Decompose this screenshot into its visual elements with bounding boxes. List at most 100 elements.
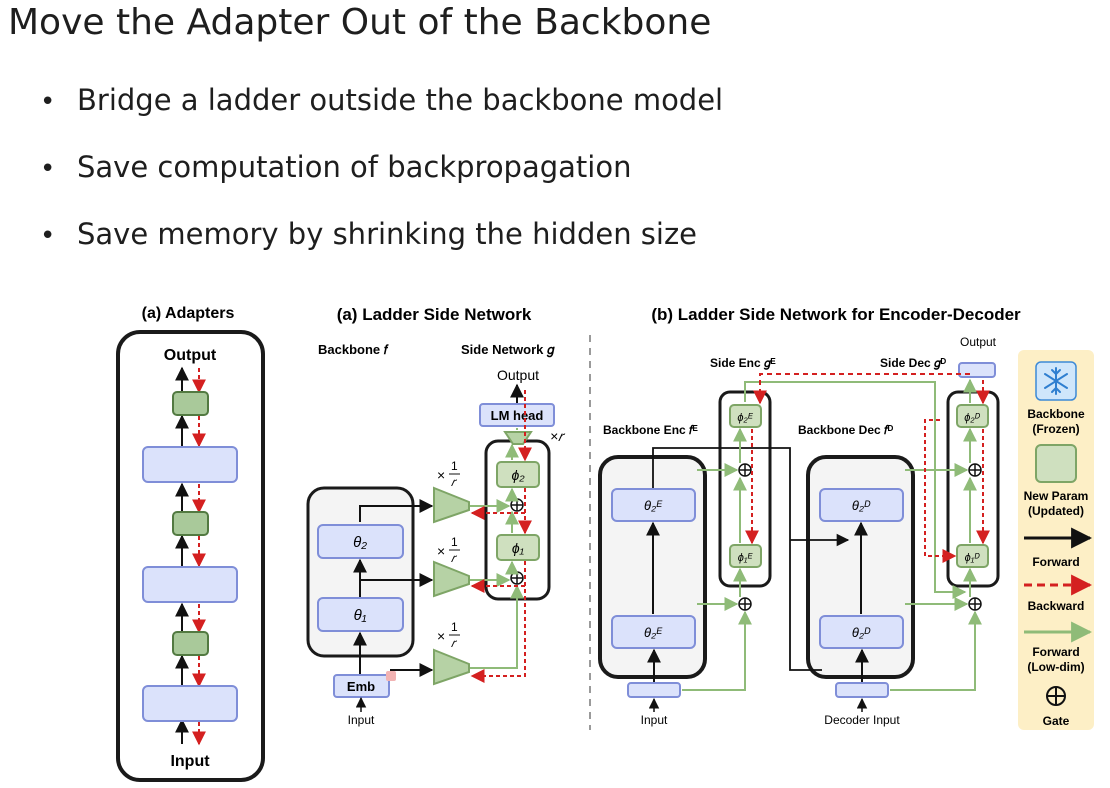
bullet-dot: • [40,87,56,117]
bullet-text: Save memory by shrinking the hidden size [77,217,698,251]
phi-d2-block [956,404,989,428]
bullet-list: • Bridge a ladder outside the backbone mo… [40,78,723,279]
bullet-text: Bridge a ladder outside the backbone mod… [77,83,724,117]
adapters-input-label: Input [170,753,210,770]
gate-icon [738,597,752,611]
adapter-block [172,631,209,656]
low-dim-forward-arrow [890,610,982,691]
legend-forward-low-sub: (Low-dim) [1027,660,1084,674]
gate-icon [738,463,752,477]
scale-num: 1 [451,620,458,634]
forward-arrow [359,499,434,522]
adapters-output-label: Output [164,347,217,364]
backward-arrow [470,561,526,683]
legend-backbone: Backbone [1027,407,1085,421]
lsn-output-label: Output [497,367,539,383]
theta1-label: θ₁ [354,607,367,624]
low-dim-forward-arrow [682,610,752,691]
side-enc-label: Side Enc 𝑔ᴱ [710,356,776,371]
forward-arrow [359,573,434,595]
legend: Backbone (Frozen) New Param (Updated) Fo… [1018,350,1094,730]
adapters-panel: (a) Adapters Output Input [116,305,265,782]
backward-arrow [753,373,970,405]
backbone-enc-label: Backbone Enc 𝑓ᴱ [603,423,698,437]
encdec-input-label: Input [641,713,668,727]
low-dim-forward-arrow [744,381,967,599]
gate-icon [968,597,982,611]
backbone-block [142,566,238,603]
theta2-label: θ₂ [353,534,367,551]
phi2-label: ϕ₂ [511,467,525,483]
lm-head-block [479,403,555,427]
enc-theta-top-block [611,488,696,522]
phi2-block [496,461,540,488]
scale-label: × 1 𝑟 [437,459,460,489]
phi-e1-block [729,544,762,568]
phi1-label: ϕ₁ [512,540,525,556]
lsn-side-network-label: Side Network 𝑔 [461,342,555,358]
bullet-item: •Save memory by shrinking the hidden siz… [40,212,723,279]
legend-backbone-sub: (Frozen) [1032,422,1079,436]
low-dim-forward-arrow [470,584,524,669]
emb-label: Emb [347,679,375,694]
theta1-block [317,597,404,632]
legend-new-param-swatch [1035,444,1077,483]
legend-new-param-sub: (Updated) [1028,504,1084,518]
cursor-marker [386,671,396,681]
scale-den: 𝑟 [451,551,458,565]
dec-theta-top-label: θ₂ᴰ [852,498,871,513]
bullet-item: • Save computation of backpropagation [40,145,723,212]
scale-times: × [437,628,445,644]
phi-d2-label: ϕ₂ᴰ [964,412,980,424]
enc-theta-bottom-block [611,615,696,649]
bullet-dot: • [40,154,56,184]
encdec-output-block [958,362,996,378]
snowflake-icon [1035,361,1077,401]
scale-times: × [437,543,445,559]
lm-head-label: LM head [491,408,544,423]
scale-label: × 1 𝑟 [437,535,460,565]
phi-d1-block [956,544,989,568]
scale-den: 𝑟 [451,636,458,650]
scale-times: × [437,467,445,483]
theta2-block [317,524,404,559]
decoder-input-label: Decoder Input [824,713,900,727]
lsn-input-label: Input [348,713,375,727]
enc-theta-top-label: θ₂ᴱ [644,498,663,513]
encdec-title: (b) Ladder Side Network for Encoder-Deco… [651,305,1021,324]
backbone-dec-label: Backbone Dec 𝑓ᴰ [798,423,894,437]
legend-gate: Gate [1043,714,1070,728]
bullet-text: Save computation of backpropagation [77,150,632,184]
encoder-decoder-panel: (b) Ladder Side Network for Encoder-Deco… [598,305,1021,727]
legend-backward: Backward [1028,599,1085,613]
enc-input-block [627,682,681,698]
times-r-label: ×𝑟 [550,428,566,444]
encdec-output-label: Output [960,335,997,349]
downsample-block [433,648,470,686]
scale-label: × 1 𝑟 [437,620,460,650]
adapters-title: (a) Adapters [142,305,235,322]
enc-theta-bottom-label: θ₂ᴱ [644,625,663,640]
gate-icon [510,498,524,512]
adapter-block [172,511,209,536]
legend-forward-low: Forward [1032,645,1079,659]
legend-forward: Forward [1032,555,1079,569]
phi-e1-label: ϕ₁ᴱ [738,552,754,564]
bullet-item: • Bridge a ladder outside the backbone mo… [40,78,723,145]
scale-num: 1 [451,459,458,473]
dec-theta-top-block [819,488,904,522]
dec-theta-bottom-label: θ₂ᴰ [852,625,871,640]
cross-attention-path [652,447,822,671]
adapters-frame [116,330,265,782]
adapter-block [172,391,209,416]
backward-arrow [924,419,957,563]
ladder-side-network-panel: (a) Ladder Side Network Backbone 𝑓 Side … [306,305,566,727]
scale-den: 𝑟 [451,475,458,489]
slide-title: Move the Adapter Out of the Backbone [8,2,712,43]
phi-e2-label: ϕ₂ᴱ [737,412,753,424]
lsn-backbone-label: Backbone 𝑓 [318,342,390,357]
downsample-block [433,560,470,598]
scale-num: 1 [451,535,458,549]
dec-theta-bottom-block [819,615,904,649]
